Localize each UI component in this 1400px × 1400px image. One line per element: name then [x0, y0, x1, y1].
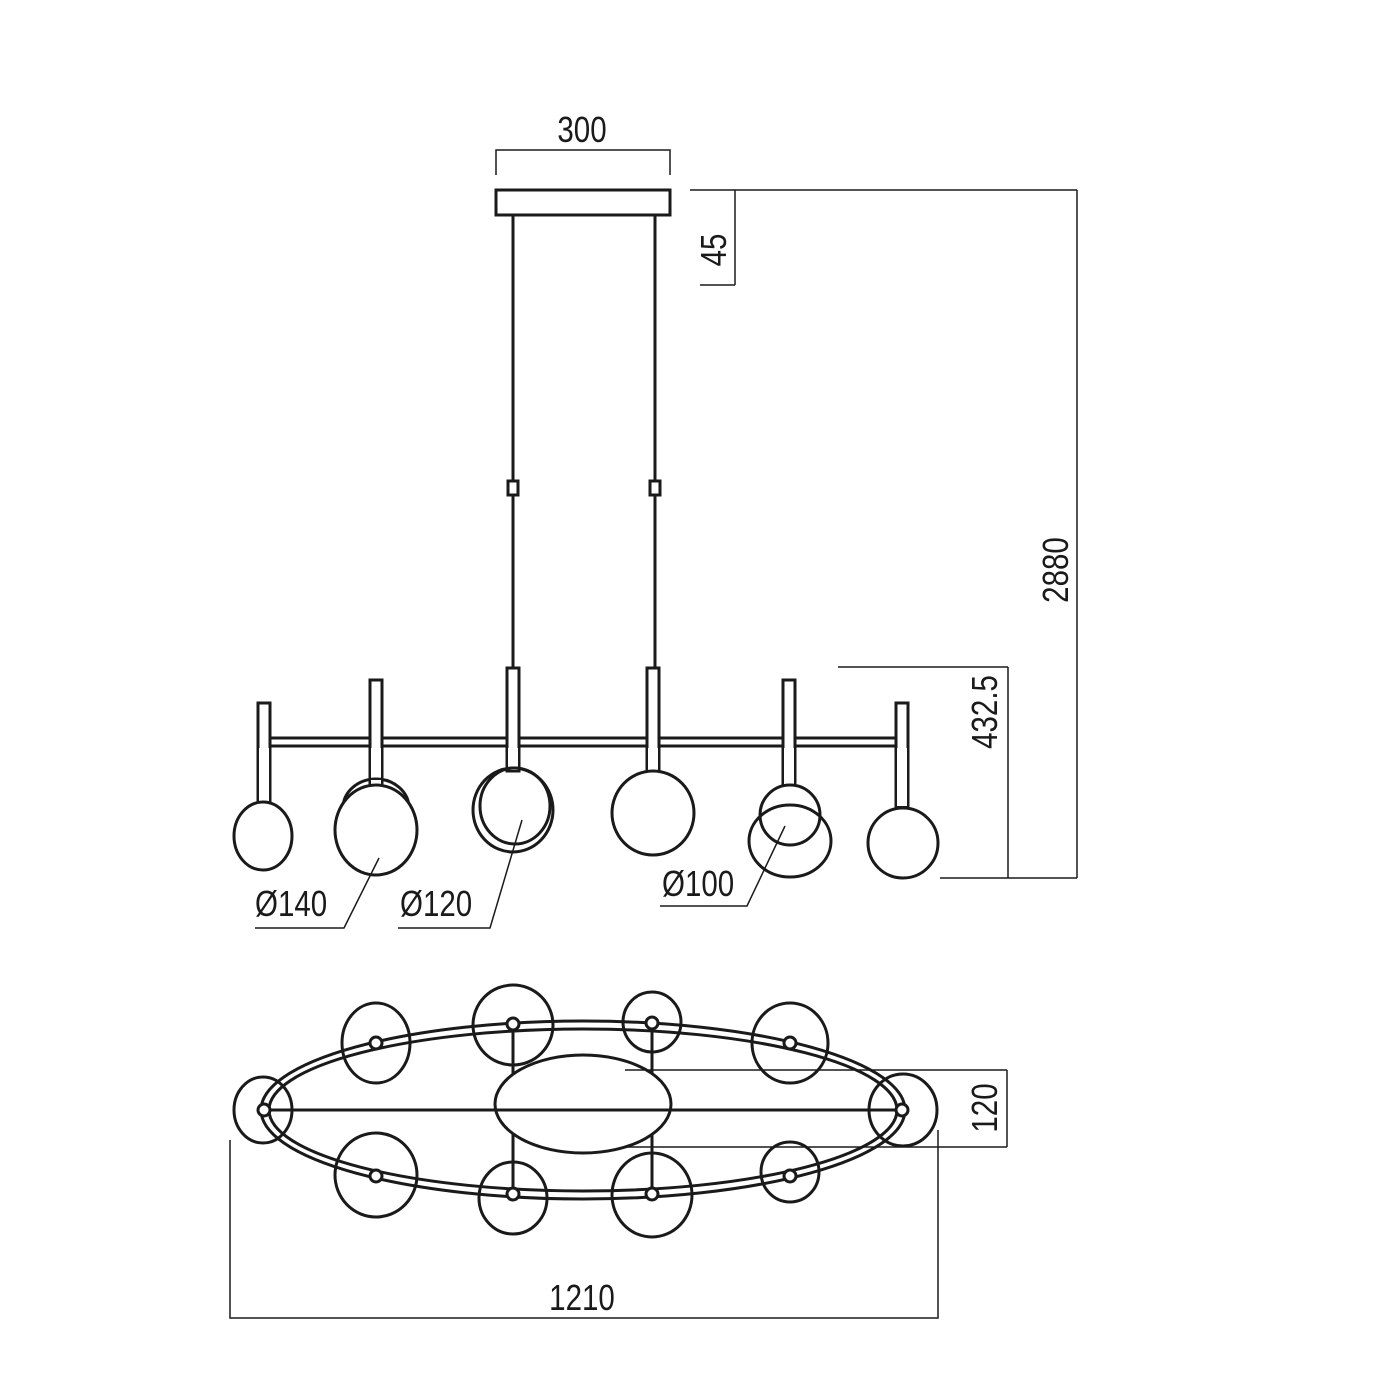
globe [758, 783, 822, 847]
stem [505, 666, 521, 773]
globes-side [232, 766, 940, 880]
dimension-line-canopy-width [495, 149, 671, 175]
globe-diameter-large: Ø140 [255, 883, 327, 923]
globe [232, 800, 294, 872]
globe-diameter-small: Ø100 [662, 863, 734, 903]
globe [747, 803, 833, 879]
dimension-line-total-length [229, 1130, 939, 1319]
center-canopy [493, 1053, 673, 1155]
side-view: Ø140 Ø120 Ø100 300 45 2880 432.5 [232, 109, 1078, 929]
globe-diameter-medium: Ø120 [400, 883, 472, 923]
ceiling-canopy [494, 188, 672, 217]
dimension-fixture-height: 432.5 [964, 675, 1004, 749]
top-view: 120 1210 [229, 983, 1008, 1319]
stems [256, 666, 910, 809]
globe [610, 769, 696, 857]
ring-joints [256, 1015, 910, 1202]
globe [866, 806, 940, 880]
leader-line [660, 825, 786, 907]
dimension-top-width: 120 [964, 1083, 1004, 1132]
leader-line [398, 819, 523, 929]
dimension-total-height: 2880 [1035, 537, 1075, 603]
globe [478, 766, 552, 846]
dimension-total-length: 1210 [549, 1277, 615, 1317]
dimension-canopy-width: 300 [557, 109, 606, 149]
cable-grip-left [506, 479, 520, 497]
leader-line [255, 857, 380, 929]
cable-grip-right [648, 479, 662, 497]
globe [333, 783, 419, 877]
dimension-canopy-height: 45 [693, 234, 733, 267]
